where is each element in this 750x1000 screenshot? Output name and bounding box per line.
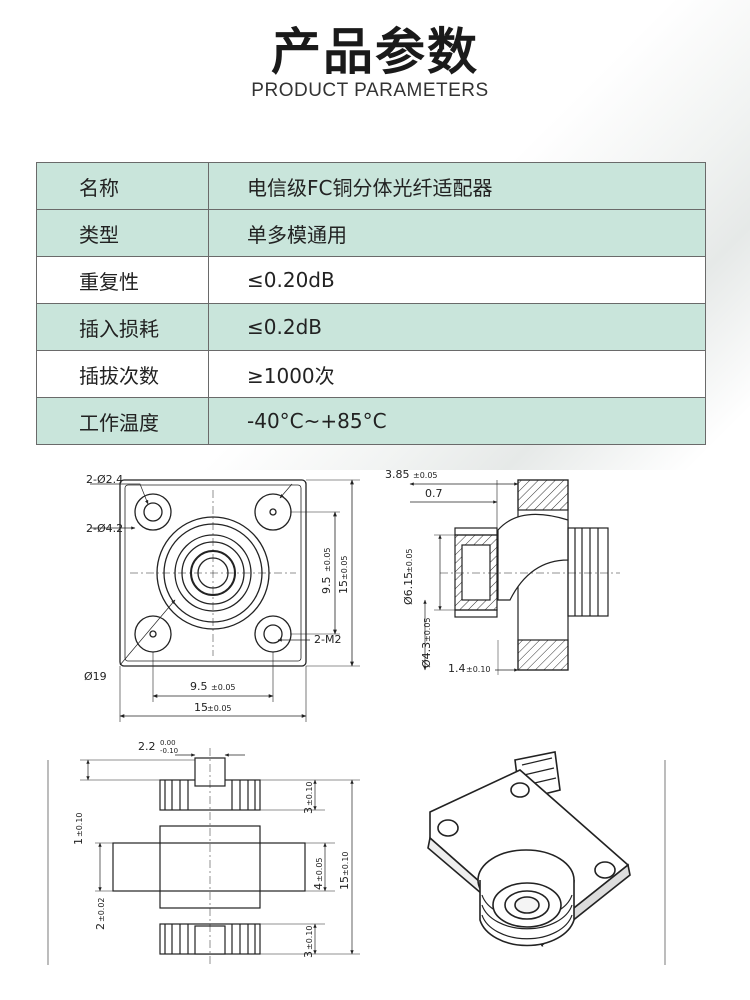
table-row: 插拔次数 ≥1000次 [36, 350, 706, 398]
dim-label: 3.85 [385, 468, 410, 481]
technical-drawing: 2-Ø2.4 2-Ø4.2 Ø19 2-M2 9.5 ±0.05 15 ±0.0… [47, 468, 666, 965]
dim-label: 2-Ø2.4 [86, 473, 123, 486]
dim-tolerance: ±0.10 [305, 781, 314, 806]
dim-label: 2-M2 [314, 633, 341, 646]
front-view-labels: 2-Ø2.4 2-Ø4.2 Ø19 2-M2 9.5 ±0.05 15 ±0.0… [84, 473, 350, 714]
dim-label: 15 [337, 580, 350, 594]
dim-tolerance: 0.00 [160, 739, 176, 747]
dim-tolerance: ±0.10 [305, 925, 314, 950]
table-row: 工作温度 -40°C~+85°C [36, 397, 706, 445]
dim-label: 9.5 [320, 577, 333, 595]
table-row: 名称 电信级FC铜分体光纤适配器 [36, 162, 706, 210]
dim-label: Ø6.15 [402, 572, 415, 605]
dim-tolerance: ±0.05 [323, 547, 332, 572]
dim-tolerance: -0.10 [160, 747, 178, 755]
section-view [409, 479, 620, 675]
table-row: 插入损耗 ≤0.2dB [36, 303, 706, 351]
table-row: 类型 单多模通用 [36, 209, 706, 257]
dim-label: 1 [72, 838, 85, 845]
dim-tolerance: ±0.10 [75, 812, 84, 837]
dim-tolerance: ±0.10 [466, 665, 491, 674]
dim-tolerance: ±0.05 [340, 555, 349, 580]
param-key: 插入损耗 [36, 303, 209, 351]
dim-label: 3 [302, 951, 315, 958]
dim-label: 2 [94, 923, 107, 930]
dim-tolerance: ±0.05 [207, 704, 232, 713]
param-key: 类型 [36, 209, 209, 257]
side-view-labels: 2.2 0.00 -0.10 1 ±0.10 2 ±0.02 3 ±0.10 4… [72, 739, 351, 958]
param-key: 插拔次数 [36, 350, 209, 398]
dim-tolerance: ±0.05 [423, 617, 432, 642]
dim-label: 2.2 [138, 740, 156, 753]
side-view [47, 748, 666, 965]
dim-tolerance: ±0.02 [97, 897, 106, 922]
param-key: 重复性 [36, 256, 209, 304]
dim-label: 0.7 [425, 487, 443, 500]
page-title: 产品参数 [271, 23, 479, 81]
section-view-labels: 3.85 ±0.05 0.7 Ø6.15 ±0.05 Ø4.3 ±0.05 1.… [385, 468, 491, 675]
param-value: ≥1000次 [208, 350, 706, 398]
param-value: 电信级FC铜分体光纤适配器 [208, 162, 706, 210]
dim-tolerance: ±0.05 [211, 683, 236, 692]
dim-label: 1.4 [448, 662, 466, 675]
dim-label: 15 [338, 876, 351, 890]
parameter-table: 名称 电信级FC铜分体光纤适配器 类型 单多模通用 重复性 ≤0.20dB 插入… [36, 162, 706, 445]
param-key: 名称 [36, 162, 209, 210]
isometric-view [427, 751, 631, 948]
param-value: ≤0.2dB [208, 303, 706, 351]
param-value: -40°C~+85°C [208, 397, 706, 445]
dim-tolerance: ±0.05 [315, 857, 324, 882]
dim-label: 2-Ø4.2 [86, 522, 123, 535]
page-subtitle: PRODUCT PARAMETERS [251, 80, 489, 101]
dim-label: Ø19 [84, 670, 107, 683]
dim-label: 3 [302, 807, 315, 814]
param-value: ≤0.20dB [208, 256, 706, 304]
dim-tolerance: ±0.05 [413, 471, 438, 480]
table-row: 重复性 ≤0.20dB [36, 256, 706, 304]
dim-label: 4 [312, 883, 325, 890]
dim-tolerance: ±0.05 [405, 548, 414, 573]
param-value: 单多模通用 [208, 209, 706, 257]
param-key: 工作温度 [36, 397, 209, 445]
dim-label: 15 [194, 701, 208, 714]
front-view [90, 479, 360, 722]
dim-label: Ø4.3 [420, 642, 433, 668]
dim-tolerance: ±0.10 [341, 851, 350, 876]
dim-label: 9.5 [190, 680, 208, 693]
